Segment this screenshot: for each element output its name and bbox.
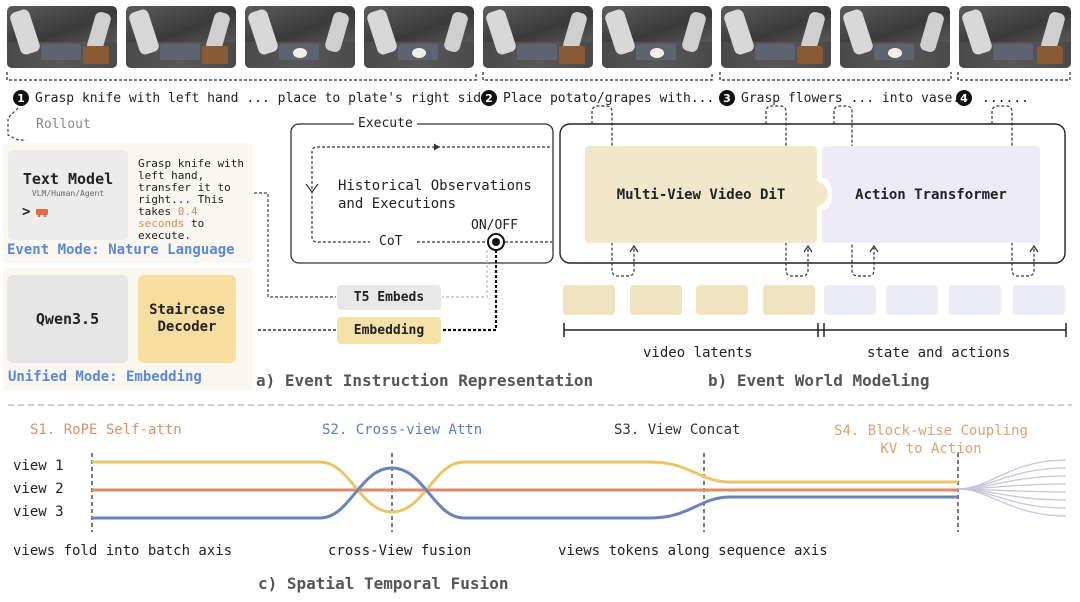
rollout-step-text: Grasp flowers ... into vase. xyxy=(741,90,961,106)
history-line-2: and Executions xyxy=(338,196,457,212)
panel-b-caption: b) Event World Modeling xyxy=(708,371,930,390)
rollout-frame xyxy=(840,6,950,68)
event-text-tail: to execute. xyxy=(138,217,205,242)
text-model-subtitle: VLM/Human/Agent xyxy=(31,189,105,198)
onoff-label: ON/OFF xyxy=(471,218,518,233)
view-1-label: view 1 xyxy=(13,458,64,474)
embedding-box: Embedding xyxy=(337,317,441,344)
event-text: Grasp knife with left hand, transfer it … xyxy=(138,158,250,242)
text-model-box: Text Model VLM/Human/Agent > xyxy=(8,150,128,240)
rollout-frame xyxy=(721,6,831,68)
step-number-badge: 4 xyxy=(956,90,972,106)
view-2-label: view 2 xyxy=(13,481,64,497)
unified-mode-label: Unified Mode: Embedding xyxy=(8,369,202,385)
execute-label: Execute xyxy=(354,116,417,131)
step-number-badge: 1 xyxy=(13,90,29,106)
rollout-step-text: Place potato/grapes with... xyxy=(503,90,715,106)
stage-desc-3: views tokens along sequence axis xyxy=(558,543,828,559)
staircase-decoder-box: Staircase Decoder xyxy=(138,275,236,363)
event-text-duration: 0.4 seconds xyxy=(138,205,198,230)
rollout-frame xyxy=(602,6,712,68)
multiview-dit-box: Multi-View Video DiT xyxy=(585,146,817,243)
rollout-frame xyxy=(7,6,117,68)
step-number-badge: 2 xyxy=(481,90,497,106)
action-transformer-box: Action Transformer xyxy=(822,146,1040,243)
robot-icon xyxy=(36,209,49,217)
stage-s1-label: S1. RoPE Self-attn xyxy=(30,422,182,438)
action-token xyxy=(949,285,1001,315)
video-latent-token xyxy=(763,285,815,315)
stage-s2-label: S2. Cross-view Attn xyxy=(322,422,483,438)
rollout-step-1: 1 Grasp knife with left hand ... place t… xyxy=(13,90,497,106)
video-latents-label: video latents xyxy=(643,345,753,361)
rollout-frame xyxy=(126,6,236,68)
stage-s4-label: S4. Block-wise Coupling KV to Action xyxy=(828,422,1034,458)
rollout-frame xyxy=(483,6,593,68)
rollout-step-2: 2 Place potato/grapes with... xyxy=(481,90,714,106)
rollout-step-3: 3 Grasp flowers ... into vase. xyxy=(719,90,960,106)
staircase-line-1: Staircase xyxy=(149,302,225,318)
video-latent-token xyxy=(630,285,682,315)
step-number-badge: 3 xyxy=(719,90,735,106)
rollout-step-text: Grasp knife with left hand ... place to … xyxy=(35,90,497,106)
panel-c-caption: c) Spatial Temporal Fusion xyxy=(258,574,509,593)
action-token xyxy=(886,285,938,315)
t5-embeds-box: T5 Embeds xyxy=(337,285,441,310)
rollout-step-text: ...... xyxy=(982,90,1029,106)
video-latent-token xyxy=(696,285,748,315)
state-actions-label: state and actions xyxy=(867,345,1011,361)
view-3-label: view 3 xyxy=(13,504,64,520)
history-line-1: Historical Observations xyxy=(338,178,532,194)
rollout-label: Rollout xyxy=(36,117,91,132)
stage-s4-line-1: S4. Block-wise Coupling xyxy=(834,423,1028,439)
qwen-box: Qwen3.5 xyxy=(7,275,128,363)
rollout-frame xyxy=(364,6,474,68)
staircase-line-2: Decoder xyxy=(157,319,217,335)
stage-desc-1: views fold into batch axis xyxy=(13,543,233,559)
text-model-title: Text Model xyxy=(22,170,114,188)
puzzle-tab xyxy=(810,182,828,206)
rollout-frame xyxy=(959,6,1071,68)
stage-desc-2: cross-View fusion xyxy=(328,543,472,559)
rollout-frame xyxy=(245,6,355,68)
rollout-step-4: 4 ...... xyxy=(956,90,1029,106)
action-token xyxy=(824,285,876,315)
stage-s4-line-2: KV to Action xyxy=(880,441,982,457)
panel-a-caption: a) Event Instruction Representation xyxy=(256,371,594,390)
video-latent-token xyxy=(563,285,615,315)
stage-s3-label: S3. View Concat xyxy=(614,422,741,438)
action-token xyxy=(1013,285,1065,315)
view3-stream xyxy=(92,466,958,520)
cot-label: CoT xyxy=(379,234,403,249)
view1-stream xyxy=(92,460,958,514)
event-mode-label: Event Mode: Nature Language xyxy=(7,242,235,258)
chevron-right-icon: > xyxy=(22,204,31,220)
history-text: Historical Observations and Executions xyxy=(338,177,532,213)
event-text-body: Grasp knife with left hand, transfer it … xyxy=(138,157,244,218)
